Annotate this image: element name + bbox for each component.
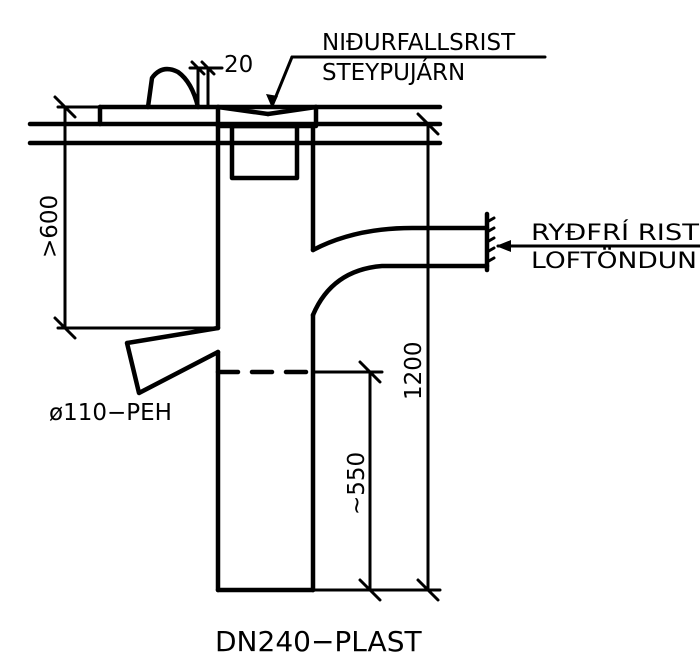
label-dim-20: 20	[224, 52, 253, 78]
dimension-600	[53, 95, 220, 340]
curb-stone	[145, 66, 201, 110]
grate-leader	[266, 55, 547, 108]
dimension-550	[311, 360, 384, 602]
label-vent-line2: LOFTÖNDUN	[531, 248, 697, 274]
drain-pipe-body	[215, 123, 316, 593]
drawing-title: DN240−PLAST	[215, 625, 422, 658]
label-grate-line1: NIÐURFALLSRIST	[322, 30, 516, 56]
outlet-pipe	[124, 325, 221, 396]
label-dim-1200: 1200	[401, 341, 427, 400]
dimension-1200	[311, 112, 442, 602]
grate	[215, 104, 319, 129]
label-pipe: ø110−PEH	[49, 400, 172, 426]
label-vent-line1: RYÐFRÍ RIST	[531, 220, 700, 246]
label-dim-550: ~550	[344, 452, 370, 515]
dimension-20	[188, 60, 224, 109]
vent-leader	[496, 240, 700, 252]
label-grate-line2: STEYPUJÁRN	[322, 58, 465, 86]
vent-branch	[310, 211, 496, 318]
label-dim-600: >600	[37, 195, 63, 258]
